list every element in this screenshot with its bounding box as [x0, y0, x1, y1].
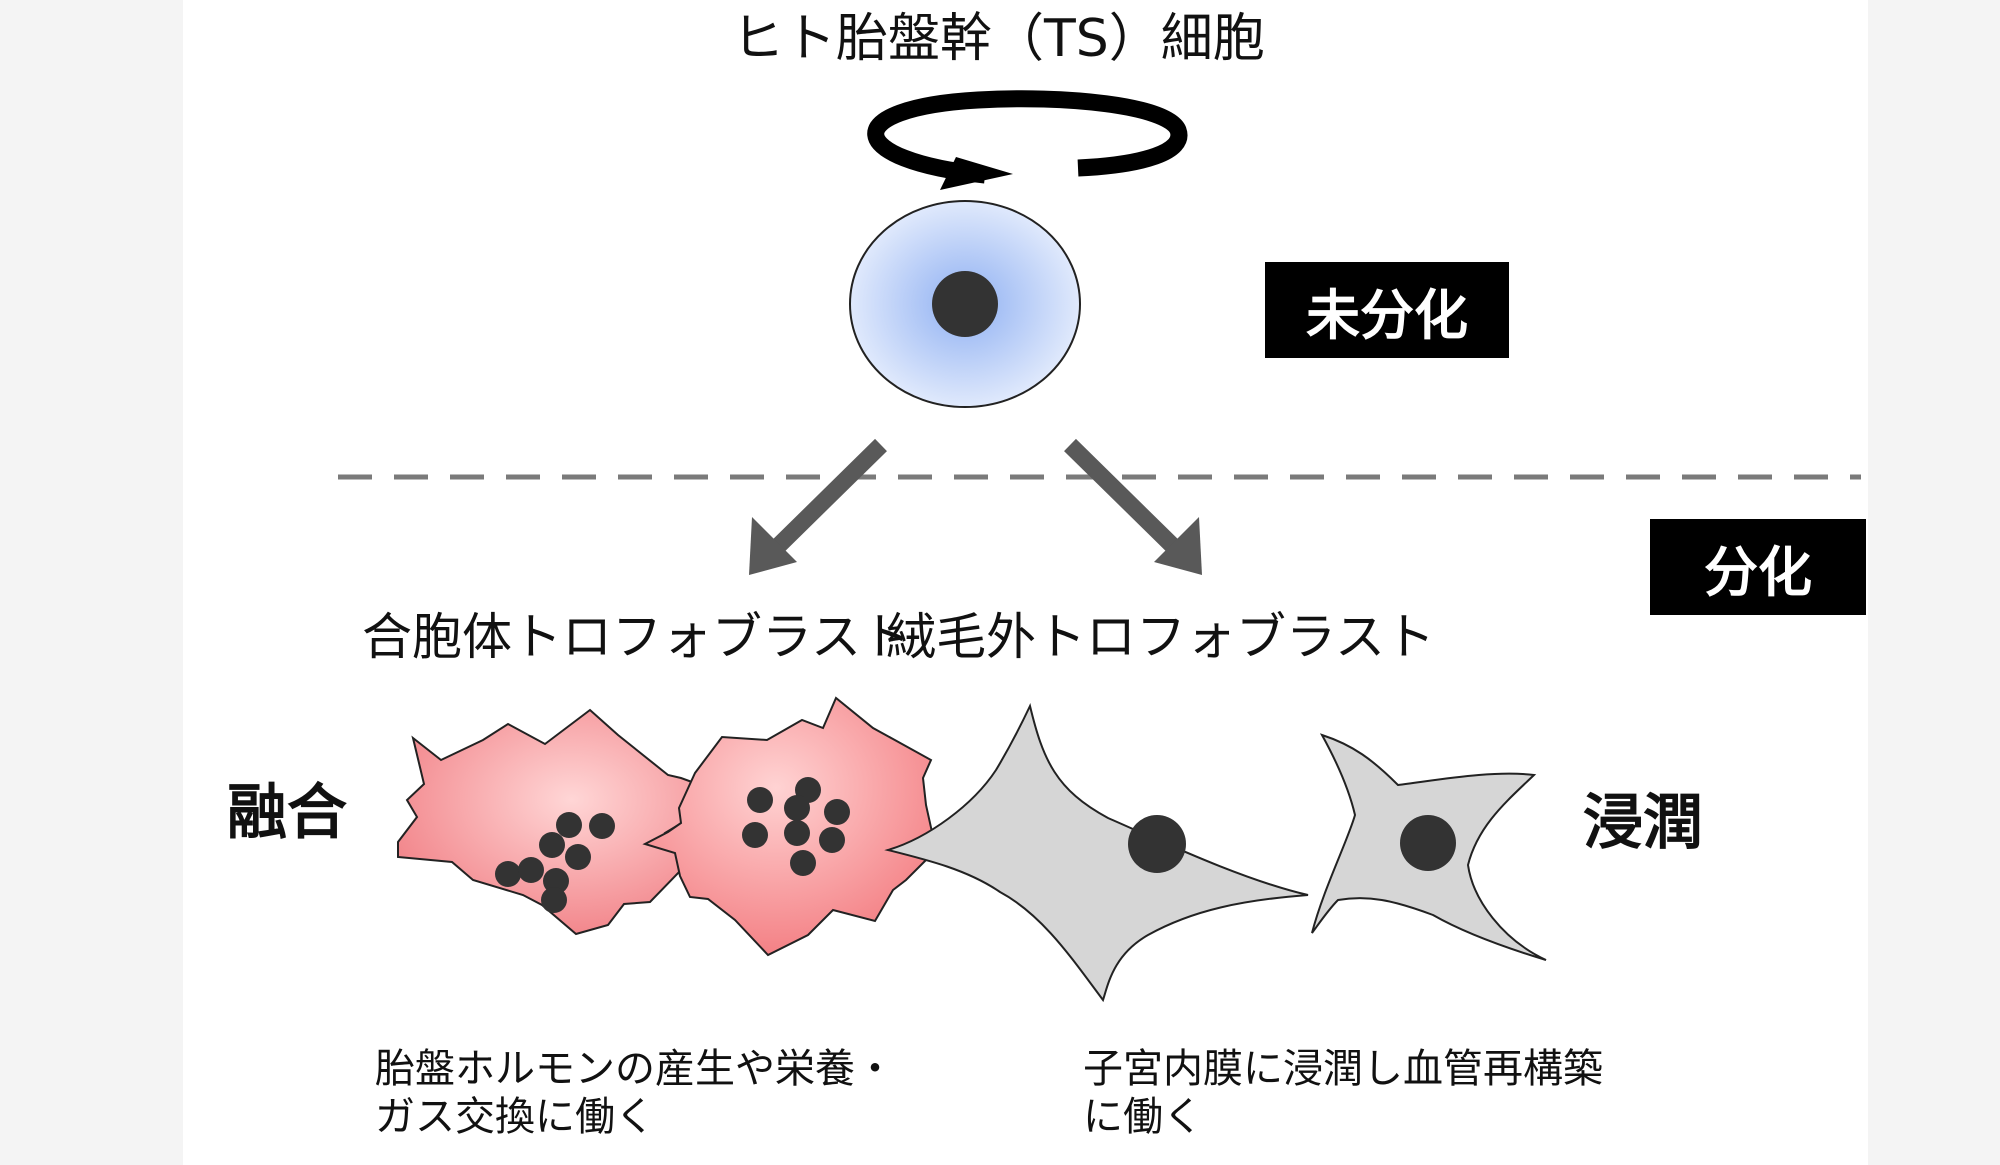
extravillous-trophoblast-description-line1: 子宮内膜に浸潤し血管再構築	[1083, 1046, 1603, 1092]
diagram-graphics	[338, 90, 1861, 1003]
syncytiotrophoblast-cell-2	[642, 696, 938, 957]
diagram-title: ヒト胎盤幹（TS）細胞	[732, 9, 1265, 69]
extravillous-trophoblast-cell-2	[1311, 733, 1547, 961]
extravillous-trophoblast-description-line2: に働く	[1083, 1094, 1203, 1140]
extravillous-trophoblast-description: 子宮内膜に浸潤し血管再構築 に働く	[1083, 1045, 1603, 1141]
syncytiotrophoblast-cell-1	[397, 708, 716, 936]
badge-undifferentiated: 未分化	[1265, 262, 1509, 358]
stem-cell-nucleus	[932, 271, 998, 337]
self-renewal-arrow-icon	[867, 90, 1188, 190]
syncytiotrophoblast-description: 胎盤ホルモンの産生や栄養・ ガス交換に働く	[375, 1045, 895, 1141]
arrow-to-syncytiotrophoblast-icon	[749, 438, 887, 575]
diagram-canvas: ヒト胎盤幹（TS）細胞 未分化 分化 合胞体トロフォブラスト 絨毛外トロフォブラ…	[183, 0, 1868, 1165]
syncytiotrophoblast-label: 合胞体トロフォブラスト	[362, 608, 911, 666]
extravillous-trophoblast-cell-1	[884, 703, 1309, 1003]
arrow-to-extravillous-icon	[1064, 438, 1202, 575]
fusion-label: 融合	[227, 778, 347, 848]
badge-differentiated: 分化	[1650, 519, 1866, 615]
syncytiotrophoblast-description-line1: 胎盤ホルモンの産生や栄養・	[375, 1046, 895, 1092]
syncytiotrophoblast-description-line2: ガス交換に働く	[375, 1094, 655, 1140]
stem-cell	[849, 200, 1081, 408]
extravillous-trophoblast-label: 絨毛外トロフォブラスト	[886, 608, 1435, 666]
invasion-label: 浸潤	[1583, 788, 1703, 858]
